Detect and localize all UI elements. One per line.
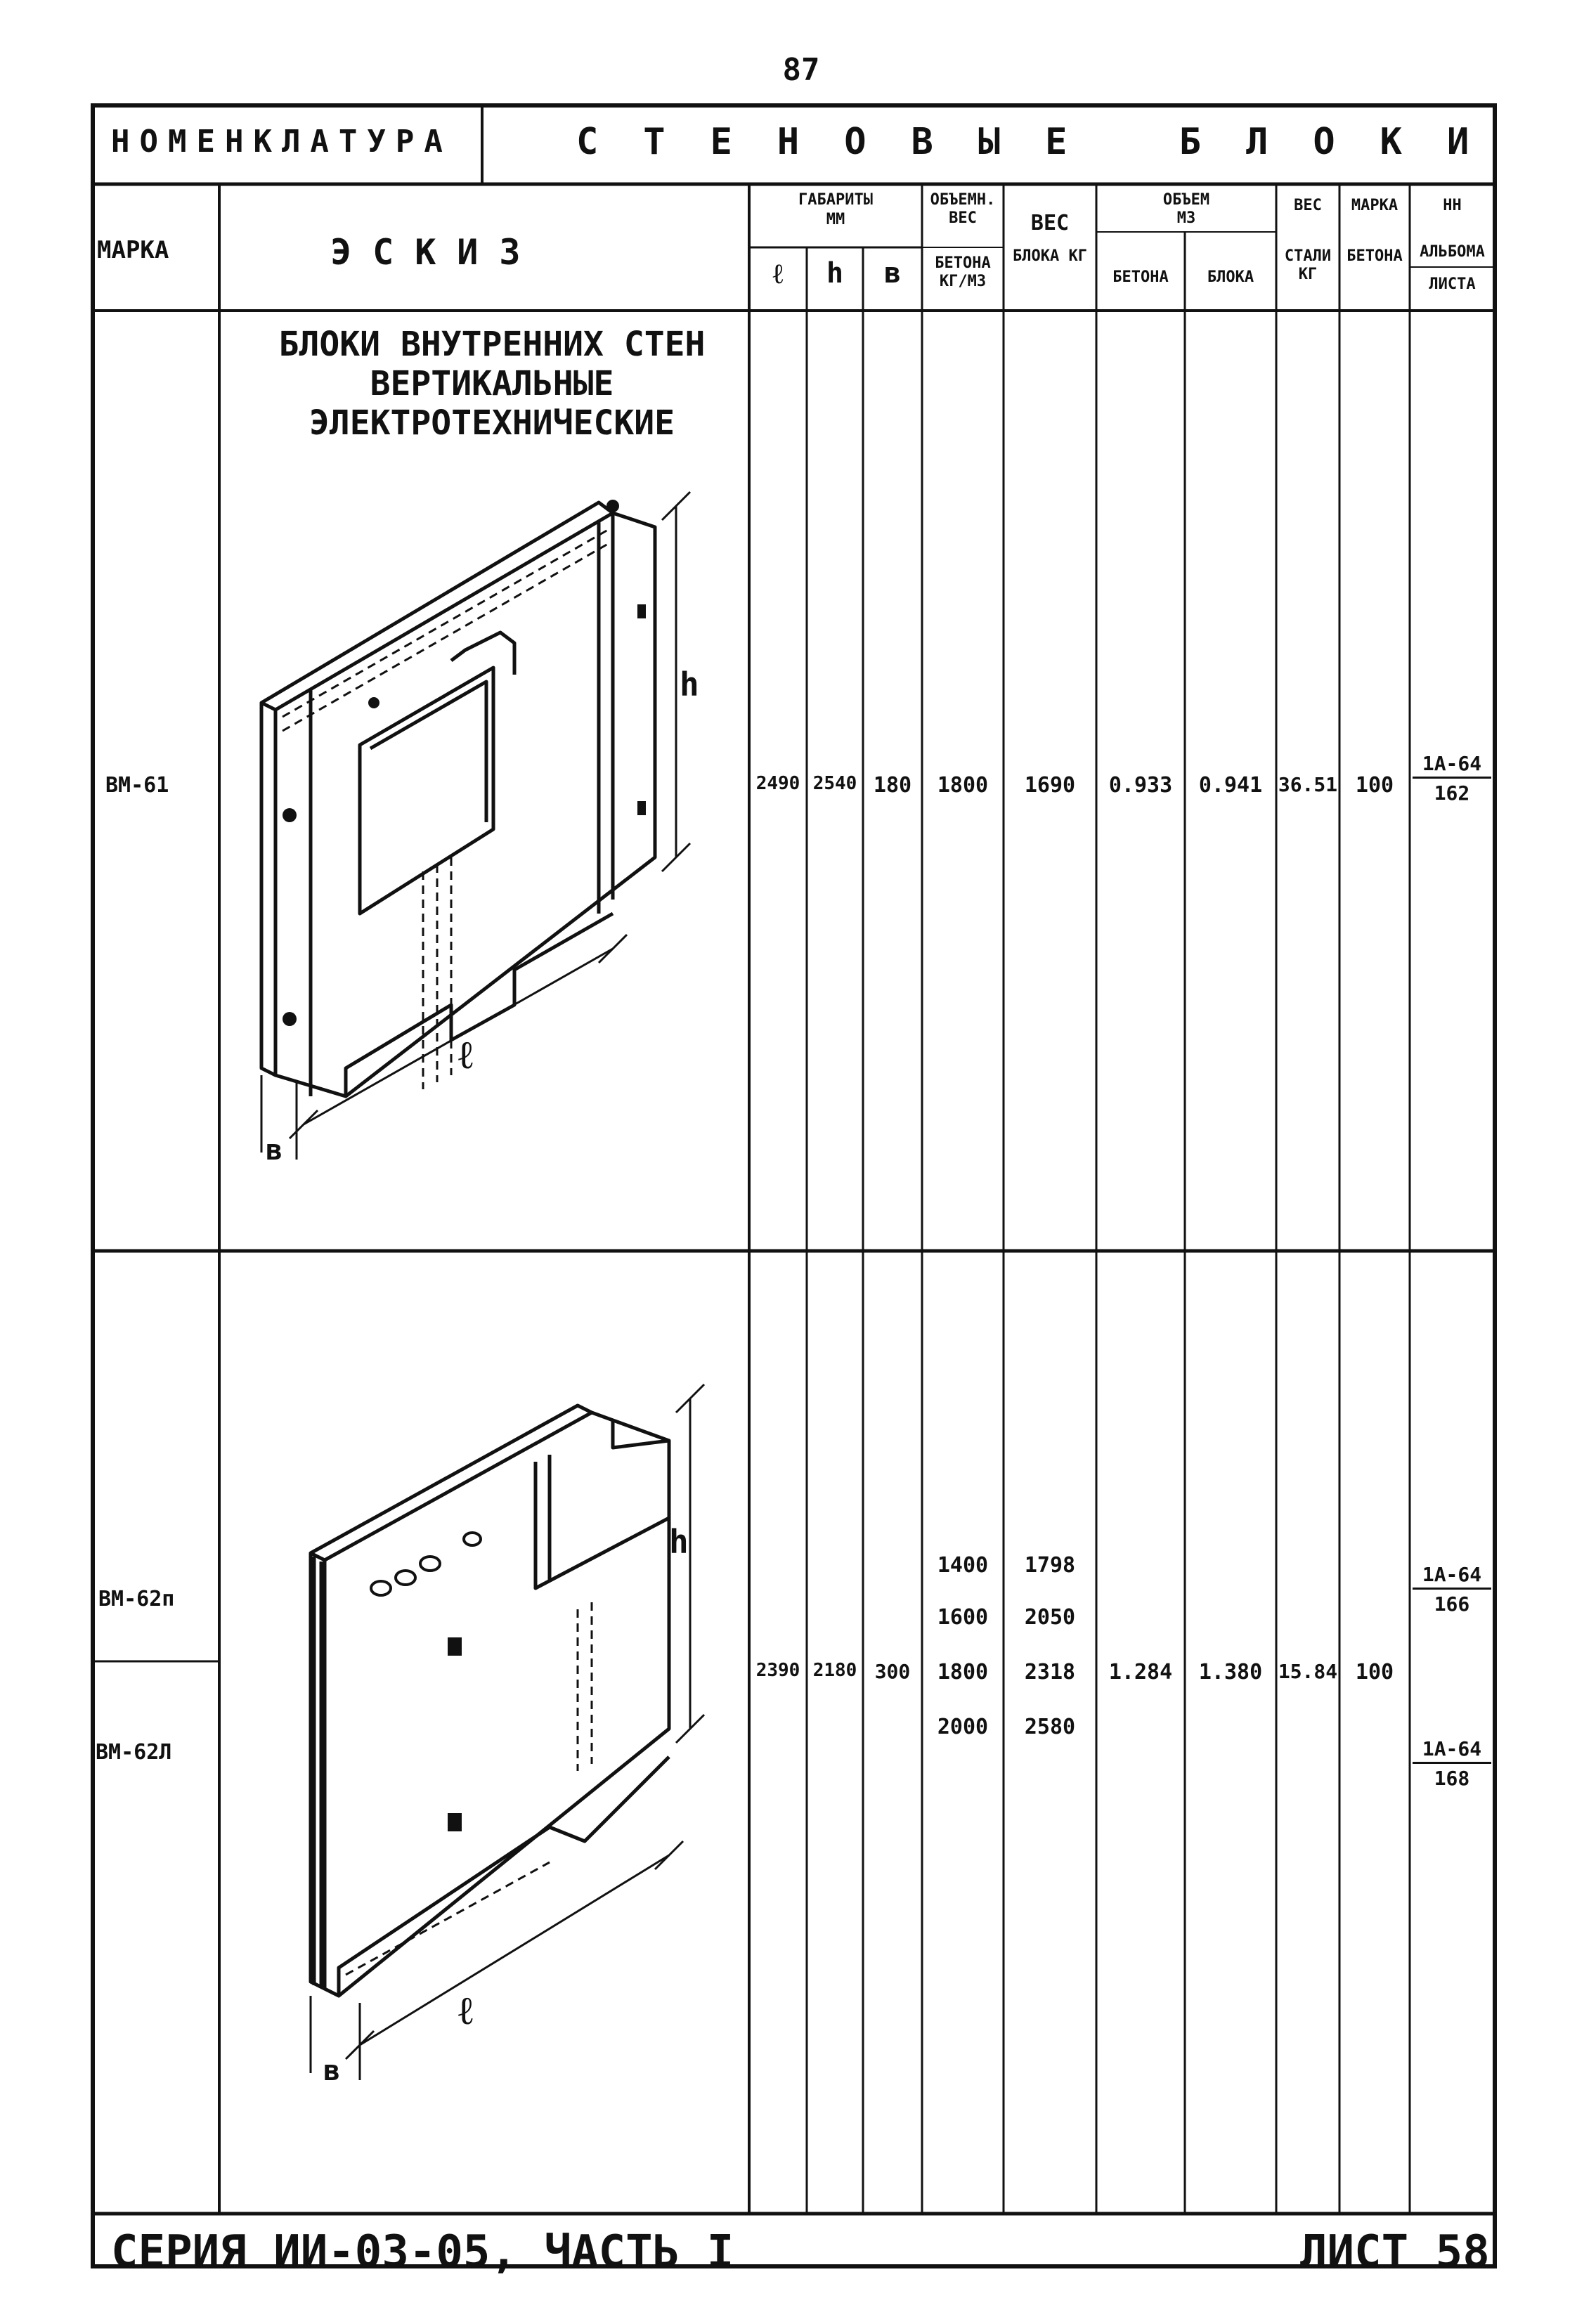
sketch2-b-label: в	[323, 2055, 340, 2087]
sketch1-b-label: в	[266, 1134, 283, 1167]
row2-album-ref: 1А-64 166	[1413, 1563, 1491, 1616]
sketch-block-vm61: h ℓ в	[259, 491, 699, 1167]
row2-album: 1А-64	[1413, 1563, 1491, 1590]
section-title-line-1: БЛОКИ ВНУТРЕННИХ СТЕН	[278, 325, 706, 364]
col-dimensions: ГАБАРИТЫ	[798, 191, 873, 209]
row2-l: 2390	[755, 1660, 800, 1681]
row2-volume-weight-3: 1800	[937, 1660, 989, 1684]
sketch1-l-label: ℓ	[458, 1032, 473, 1078]
sketch-block-vm62: h ℓ в	[309, 1383, 706, 2087]
row2-b: 300	[874, 1660, 911, 1683]
col-weight: ВЕС	[1030, 211, 1070, 235]
row1-vol-block: 0.941	[1198, 773, 1263, 798]
row2-volume-weight-4: 2000	[937, 1715, 989, 1739]
row2-weight-3: 2318	[1024, 1660, 1076, 1684]
col-grade: МАРКА	[1351, 197, 1398, 214]
row1-steel: 36.51	[1278, 773, 1338, 796]
row2-mark-2: ВМ-62Л	[96, 1740, 172, 1765]
row1-album: 1А-64	[1413, 752, 1491, 779]
row1-volume-weight: 1800	[937, 773, 989, 798]
row1-album-ref: 1А-64 162	[1413, 752, 1491, 805]
row2-weight-2: 2050	[1024, 1605, 1076, 1630]
section-title: БЛОКИ ВНУТРЕННИХ СТЕН ВЕРТИКАЛЬНЫЕ ЭЛЕКТ…	[225, 325, 759, 443]
footer-series: СЕРИЯ ИИ-03-05, ЧАСТЬ I	[111, 2226, 734, 2278]
row1-mark: ВМ-61	[105, 773, 169, 798]
col-album: НН	[1443, 197, 1462, 214]
col-dim-h: h	[826, 257, 844, 290]
row2-album-2: 1А-64	[1413, 1737, 1491, 1764]
col-volume-unit: М3	[1176, 209, 1196, 227]
section-title-line-3: ЭЛЕКТРОТЕХНИЧЕСКИЕ	[309, 403, 675, 443]
row1-b: 180	[873, 773, 912, 798]
row1-grade: 100	[1355, 773, 1394, 798]
row1-vol-concrete: 0.933	[1108, 773, 1173, 798]
col-mark: МАРКА	[97, 236, 169, 264]
col-dimensions-unit: ММ	[826, 211, 845, 228]
col-dim-l: ℓ	[772, 258, 784, 290]
row2-grade: 100	[1355, 1660, 1394, 1684]
row2-volume-weight-1: 1400	[937, 1553, 989, 1578]
col-volume-weight-sub: БЕТОНА КГ/М3	[935, 254, 991, 290]
row1-l: 2490	[755, 773, 800, 794]
row2-album-ref-2: 1А-64 168	[1413, 1737, 1491, 1790]
row2-mark: ВМ-62п	[98, 1587, 175, 1611]
section-title-line-2: ВЕРТИКАЛЬНЫЕ	[370, 364, 614, 403]
sketch2-l-label: ℓ	[458, 1988, 473, 2034]
col-weight-sub: БЛОКА КГ	[1013, 247, 1087, 265]
col-album-sheet: ЛИСТА	[1429, 275, 1476, 293]
row1-sheet: 162	[1434, 781, 1470, 805]
sketch2-h-label: h	[669, 1523, 689, 1561]
col-volume-concrete: БЕТОНА	[1112, 268, 1169, 286]
row2-sheet: 166	[1434, 1592, 1470, 1616]
row2-vol-concrete: 1.284	[1108, 1660, 1173, 1684]
row1-weight: 1690	[1024, 773, 1076, 798]
col-sketch: ЭСКИЗ	[330, 232, 542, 273]
row2-steel: 15.84	[1278, 1660, 1338, 1683]
col-volume: ОБЪЕМ	[1162, 191, 1210, 209]
row2-volume-weight-2: 1600	[937, 1605, 989, 1630]
row2-weight-1: 1798	[1024, 1553, 1076, 1578]
col-volume-weight: ОБЪЕМН. ВЕС	[930, 191, 996, 227]
row2-vol-block: 1.380	[1198, 1660, 1263, 1684]
col-steel-sub: СТАЛИ КГ	[1284, 247, 1332, 283]
col-volume-block: БЛОКА	[1207, 268, 1254, 286]
page-number: 87	[782, 52, 820, 88]
row2-sheet-2: 168	[1434, 1767, 1470, 1790]
col-album-sub: АЛЬБОМА	[1420, 243, 1485, 261]
col-dim-b: в	[883, 257, 902, 290]
col-grade-sub: БЕТОНА	[1346, 247, 1403, 265]
row2-weight-4: 2580	[1024, 1715, 1076, 1739]
footer-sheet: ЛИСТ 58	[1300, 2226, 1490, 2278]
row1-h: 2540	[812, 773, 857, 794]
row2-h: 2180	[812, 1660, 857, 1681]
nomenclature-label: НОМЕНКЛАТУРА	[111, 124, 453, 160]
col-steel: ВЕС	[1294, 197, 1322, 214]
table-title: СТЕНОВЫЕ БЛОКИ	[576, 121, 1514, 163]
sketch1-h-label: h	[680, 666, 699, 703]
